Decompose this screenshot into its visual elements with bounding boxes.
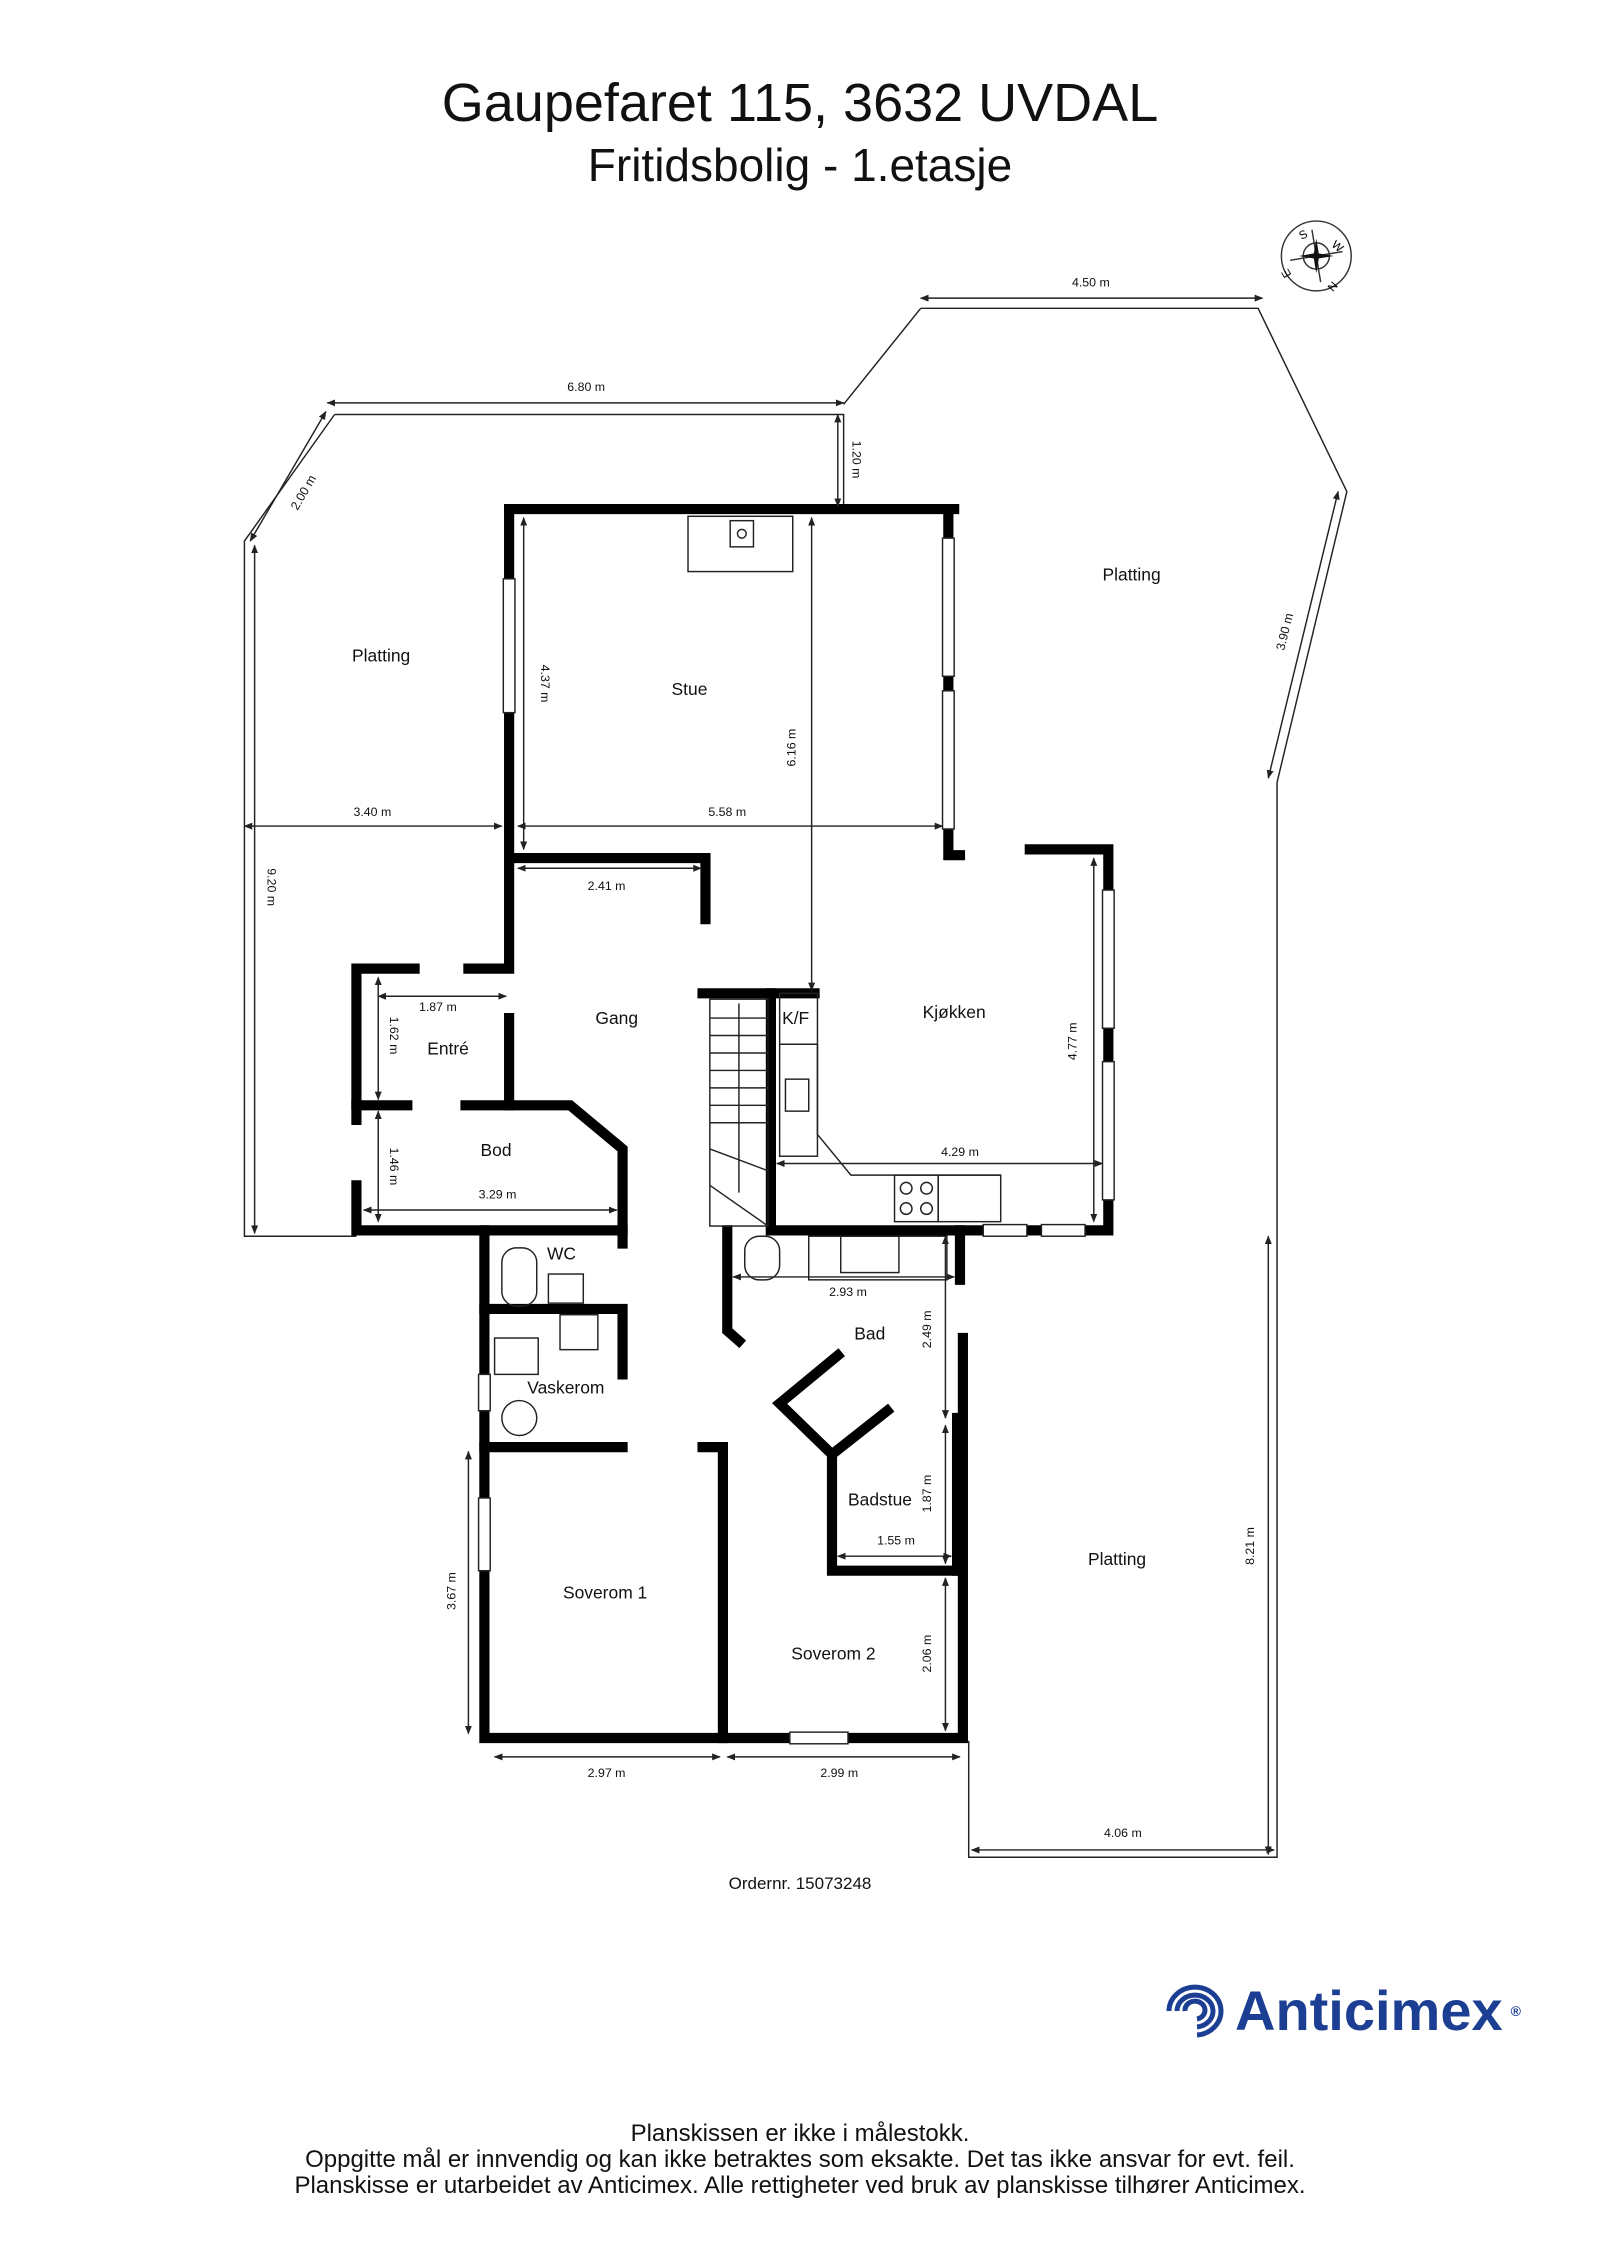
room-platting-bottom-right: Platting	[1088, 1549, 1146, 1569]
dim-label: 6.80 m	[567, 380, 605, 394]
room-bad: Bad	[854, 1323, 885, 1343]
dim-label: 2.93 m	[829, 1285, 867, 1299]
plan-title: Gaupefaret 115, 3632 UVDAL	[441, 73, 1159, 133]
dim-label: 3.40 m	[354, 805, 392, 819]
dim-label: 2.97 m	[588, 1766, 626, 1780]
dim-label: 1.20 m	[849, 441, 863, 479]
fixtures	[493, 515, 1002, 1437]
dim-label: 8.21 m	[1243, 1527, 1257, 1565]
dim-label: 2.99 m	[820, 1766, 858, 1780]
dim-label: 1.87 m	[419, 1000, 457, 1014]
windows	[477, 537, 1115, 1745]
dim-label: 4.77 m	[1065, 1022, 1079, 1060]
dim-label: 2.06 m	[920, 1635, 934, 1673]
footer-line-1: Planskissen er ikke i målestokk.	[630, 2120, 970, 2147]
dimension-labels: 4.50 m 6.80 m 2.00 m 1.20 m 3.90 m 4.37 …	[265, 276, 1296, 1840]
room-gang: Gang	[595, 1008, 638, 1028]
dim-label: 1.55 m	[877, 1534, 915, 1548]
dim-label: 5.58 m	[708, 805, 746, 819]
dim-label: 4.06 m	[1104, 1826, 1142, 1840]
room-entre: Entré	[427, 1038, 469, 1058]
plan-subtitle: Fritidsbolig - 1.etasje	[587, 139, 1013, 191]
room-wc: WC	[547, 1243, 576, 1263]
dim-label: 2.41 m	[588, 879, 626, 893]
room-soverom-2: Soverom 2	[791, 1643, 875, 1663]
anticimex-logo: Anticimex ®	[1165, 1978, 1521, 2043]
logo-mark: ®	[1510, 2002, 1521, 2019]
footer-disclaimer: Planskissen er ikke i målestokk. Oppgitt…	[0, 2121, 1600, 2199]
logo-text: Anticimex	[1235, 1979, 1503, 2042]
staircase	[709, 998, 769, 1227]
dim-label: 4.50 m	[1072, 276, 1110, 290]
room-labels: Platting Platting Platting Stue Gang Ent…	[352, 564, 1161, 1663]
dim-label: 1.46 m	[387, 1148, 401, 1186]
dim-label: 2.00 m	[288, 473, 319, 513]
room-bod: Bod	[481, 1140, 512, 1160]
dim-label: 2.49 m	[920, 1310, 934, 1348]
deck-outlines	[243, 307, 1348, 1858]
dim-label: 4.29 m	[941, 1145, 979, 1159]
room-kjokken: Kjøkken	[923, 1002, 986, 1022]
dim-label: 3.67 m	[444, 1572, 458, 1610]
room-vaskerom: Vaskerom	[527, 1377, 604, 1397]
footer-line-3: Planskisse er utarbeidet av Anticimex. A…	[294, 2172, 1306, 2199]
room-platting-left: Platting	[352, 646, 410, 666]
dim-label: 4.37 m	[538, 665, 552, 703]
room-stue: Stue	[672, 679, 708, 699]
room-platting-top-right: Platting	[1103, 564, 1161, 584]
compass-icon: S W N E	[1279, 220, 1352, 294]
dim-label: 3.29 m	[479, 1187, 517, 1201]
walls	[351, 503, 1114, 1744]
room-kf: K/F	[782, 1008, 809, 1028]
dimension-lines	[243, 294, 1340, 1856]
room-badstue: Badstue	[848, 1489, 912, 1509]
dim-label: 1.62 m	[387, 1017, 401, 1055]
dim-label: 6.16 m	[785, 729, 799, 767]
order-number: Ordernr. 15073248	[728, 1874, 872, 1893]
dim-label: 9.20 m	[265, 868, 279, 906]
room-soverom-1: Soverom 1	[563, 1582, 647, 1602]
footer-line-2: Oppgitte mål er innvendig og kan ikke be…	[305, 2146, 1295, 2173]
anticimex-swirl-icon	[1166, 1984, 1224, 2037]
dim-label: 3.90 m	[1273, 612, 1296, 652]
dim-label: 1.87 m	[920, 1475, 934, 1513]
